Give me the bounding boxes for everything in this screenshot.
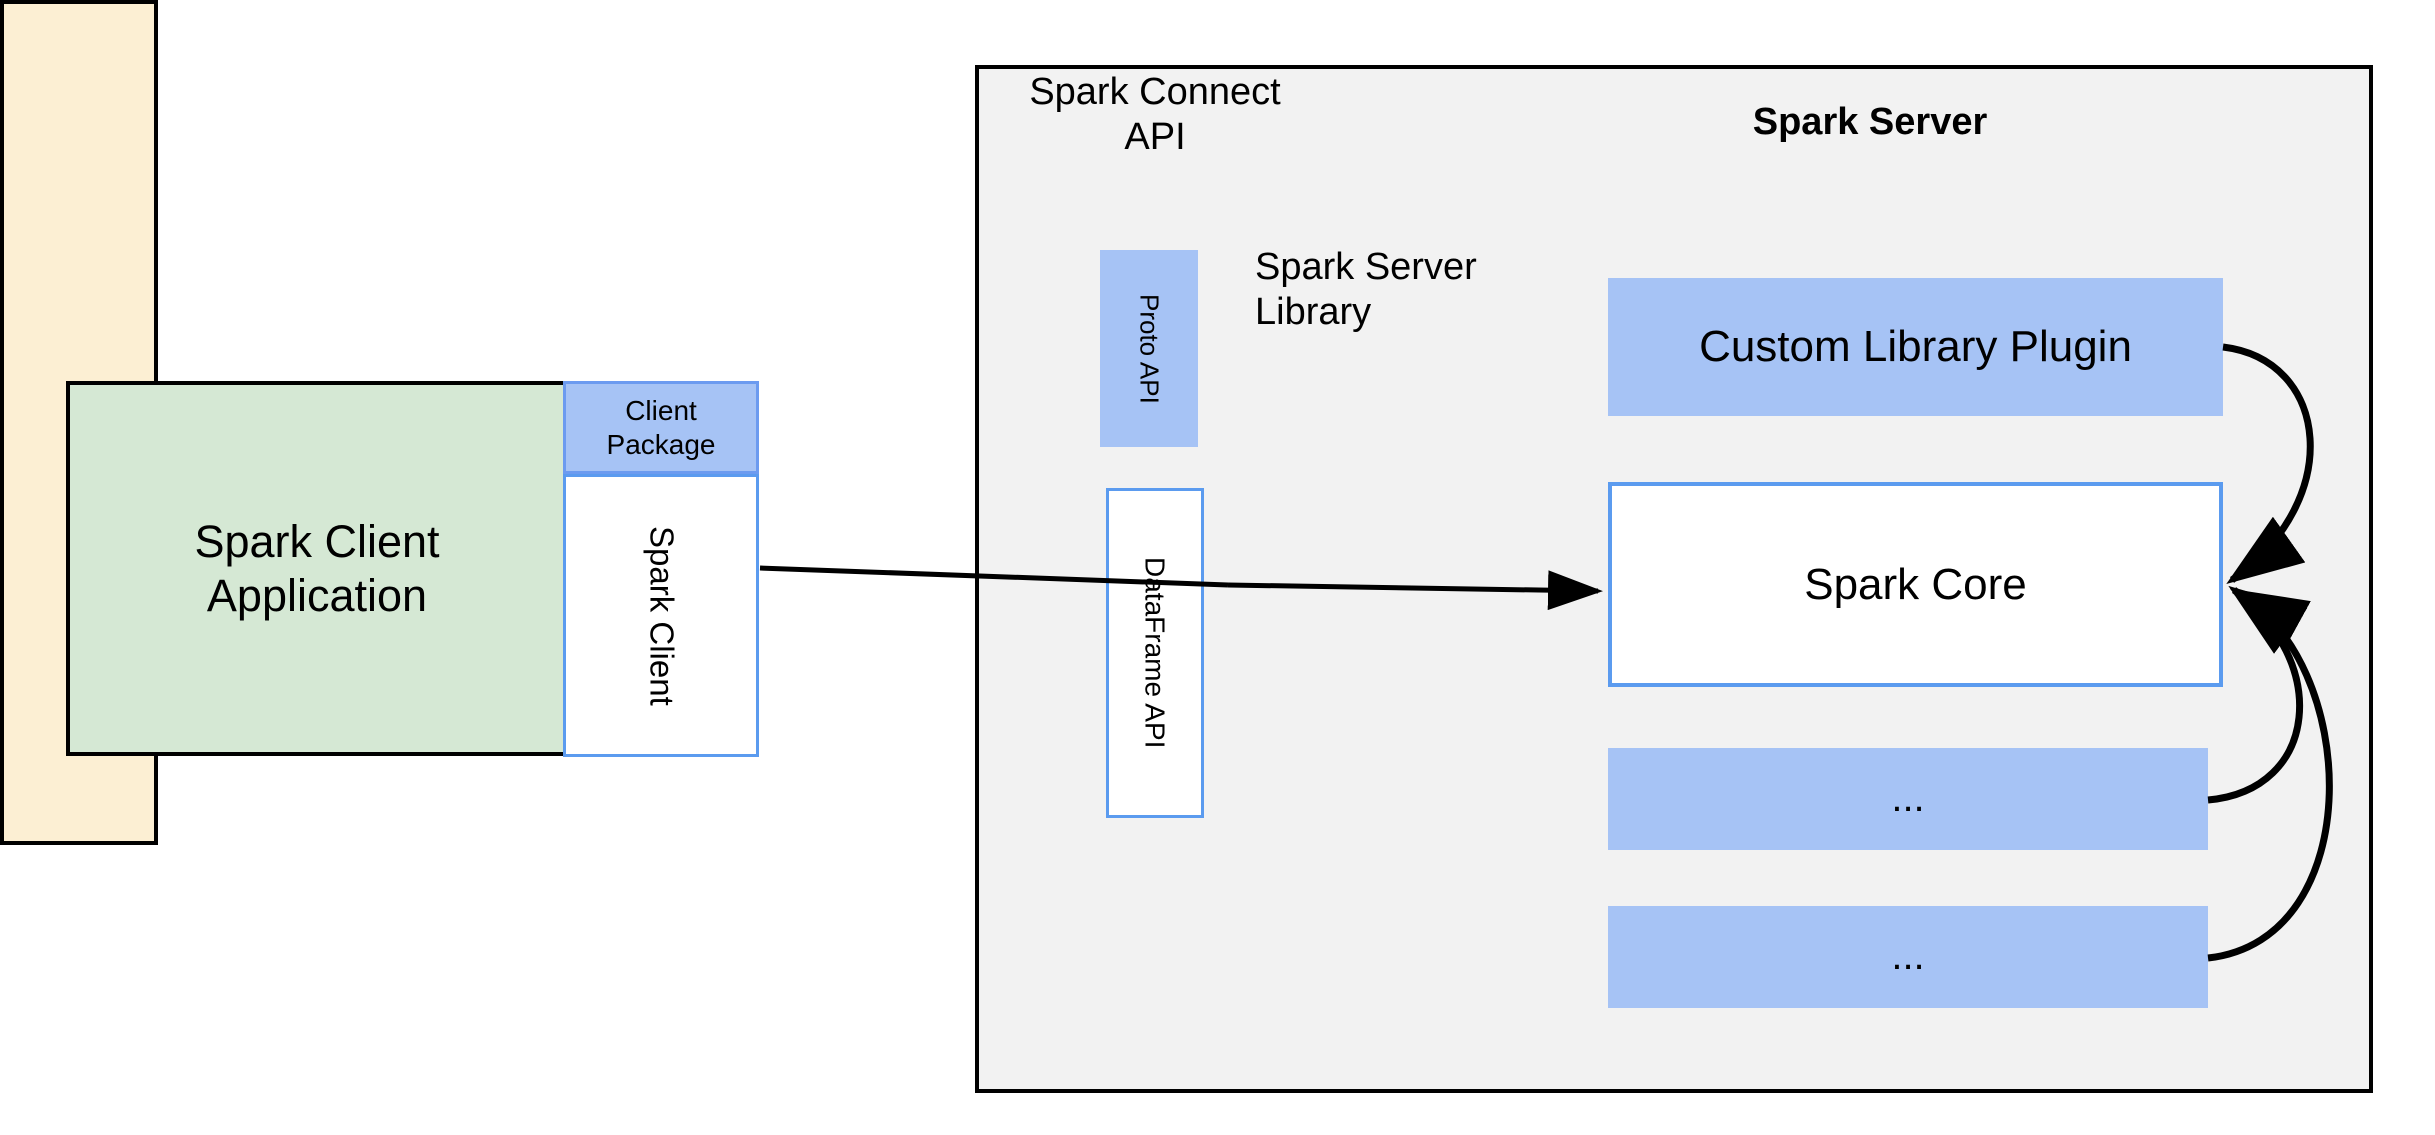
dataframe-api-label: DataFrame API xyxy=(1139,557,1171,749)
server-component-ellipsis-2[interactable]: ... xyxy=(1608,906,2208,1008)
dataframe-api-box[interactable]: DataFrame API xyxy=(1106,488,1204,818)
spark-connect-api-label: Spark Connect API xyxy=(1029,71,1281,158)
spark-core-box[interactable]: Spark Core xyxy=(1608,482,2223,687)
spark-client-box[interactable]: Spark Client xyxy=(563,474,759,757)
client-package-box[interactable]: Client Package xyxy=(563,381,759,474)
proto-api-box[interactable]: Proto API xyxy=(1100,250,1198,447)
spark-client-label: Spark Client xyxy=(643,525,681,706)
spark-client-application-box[interactable]: Spark Client Application xyxy=(66,381,568,756)
custom-library-plugin-box[interactable]: Custom Library Plugin xyxy=(1608,278,2223,416)
server-component-ellipsis-1[interactable]: ... xyxy=(1608,748,2208,850)
spark-server-title: Spark Server xyxy=(1752,100,1988,143)
proto-api-label: Proto API xyxy=(1134,293,1165,404)
spark-server-library-label: Spark Server Library xyxy=(1255,246,1477,333)
